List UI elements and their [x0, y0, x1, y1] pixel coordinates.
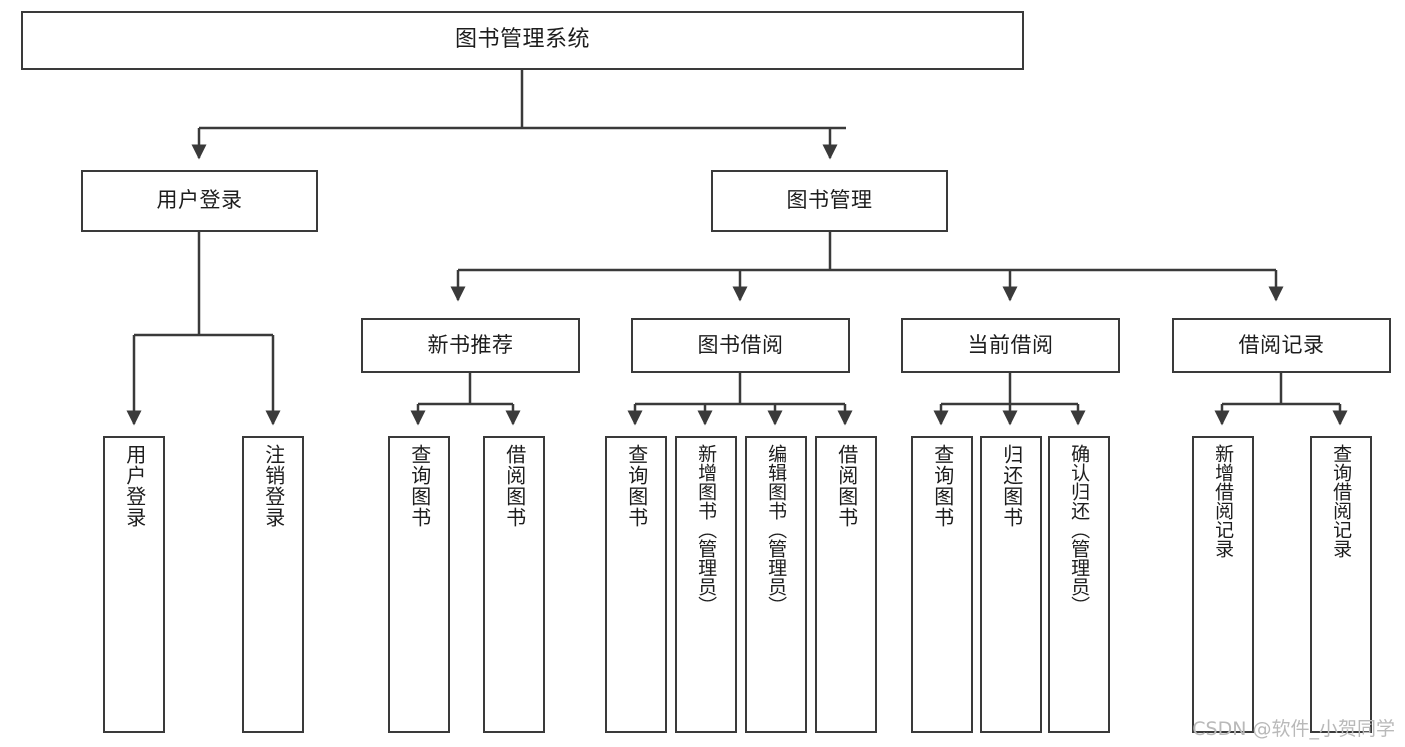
node-book-borrow[interactable]: 图书借阅	[631, 318, 850, 373]
node-label: 借阅图书	[834, 444, 859, 528]
node-label: 当前借阅	[967, 332, 1054, 357]
node-label: 新增图书（管理员）	[695, 444, 718, 615]
leaf-add-borrow-record[interactable]: 新增借阅记录	[1192, 436, 1254, 733]
node-label: 新增借阅记录	[1212, 444, 1235, 558]
node-book-management-system[interactable]: 图书管理系统	[21, 11, 1024, 70]
node-label: 查询图书	[624, 444, 649, 528]
node-label: 图书管理	[786, 188, 873, 213]
node-label: 编辑图书（管理员）	[765, 444, 788, 615]
node-label: 查询图书	[930, 444, 955, 528]
node-label: 确认归还（管理员）	[1068, 444, 1091, 615]
node-label: 图书管理系统	[454, 27, 590, 53]
leaf-query-book[interactable]: 查询图书	[605, 436, 667, 733]
node-label: 查询借阅记录	[1330, 444, 1353, 558]
leaf-query-book-current[interactable]: 查询图书	[911, 436, 973, 733]
node-user-login[interactable]: 用户登录	[81, 170, 318, 232]
node-new-book-recommend[interactable]: 新书推荐	[361, 318, 580, 373]
node-label: 图书借阅	[697, 332, 784, 357]
leaf-edit-book-admin[interactable]: 编辑图书（管理员）	[745, 436, 807, 733]
node-label: 查询图书	[407, 444, 432, 528]
node-label: 归还图书	[999, 444, 1024, 528]
node-book-management[interactable]: 图书管理	[711, 170, 948, 232]
watermark-text: CSDN @软件_小贺同学	[1192, 718, 1395, 740]
leaf-return-book[interactable]: 归还图书	[980, 436, 1042, 733]
leaf-borrow-book-new[interactable]: 借阅图书	[483, 436, 545, 733]
leaf-borrow-book[interactable]: 借阅图书	[815, 436, 877, 733]
node-label: 借阅记录	[1238, 332, 1325, 357]
leaf-query-book-new[interactable]: 查询图书	[388, 436, 450, 733]
leaf-query-borrow-record[interactable]: 查询借阅记录	[1310, 436, 1372, 733]
node-label: 借阅图书	[502, 444, 527, 528]
node-label: 用户登录	[122, 444, 147, 528]
node-label: 用户登录	[156, 188, 243, 213]
leaf-logout[interactable]: 注销登录	[242, 436, 304, 733]
node-current-borrow[interactable]: 当前借阅	[901, 318, 1120, 373]
node-label: 注销登录	[261, 444, 286, 528]
node-borrow-record[interactable]: 借阅记录	[1172, 318, 1391, 373]
leaf-user-login[interactable]: 用户登录	[103, 436, 165, 733]
leaf-add-book-admin[interactable]: 新增图书（管理员）	[675, 436, 737, 733]
node-label: 新书推荐	[427, 332, 514, 357]
leaf-confirm-return-admin[interactable]: 确认归还（管理员）	[1048, 436, 1110, 733]
